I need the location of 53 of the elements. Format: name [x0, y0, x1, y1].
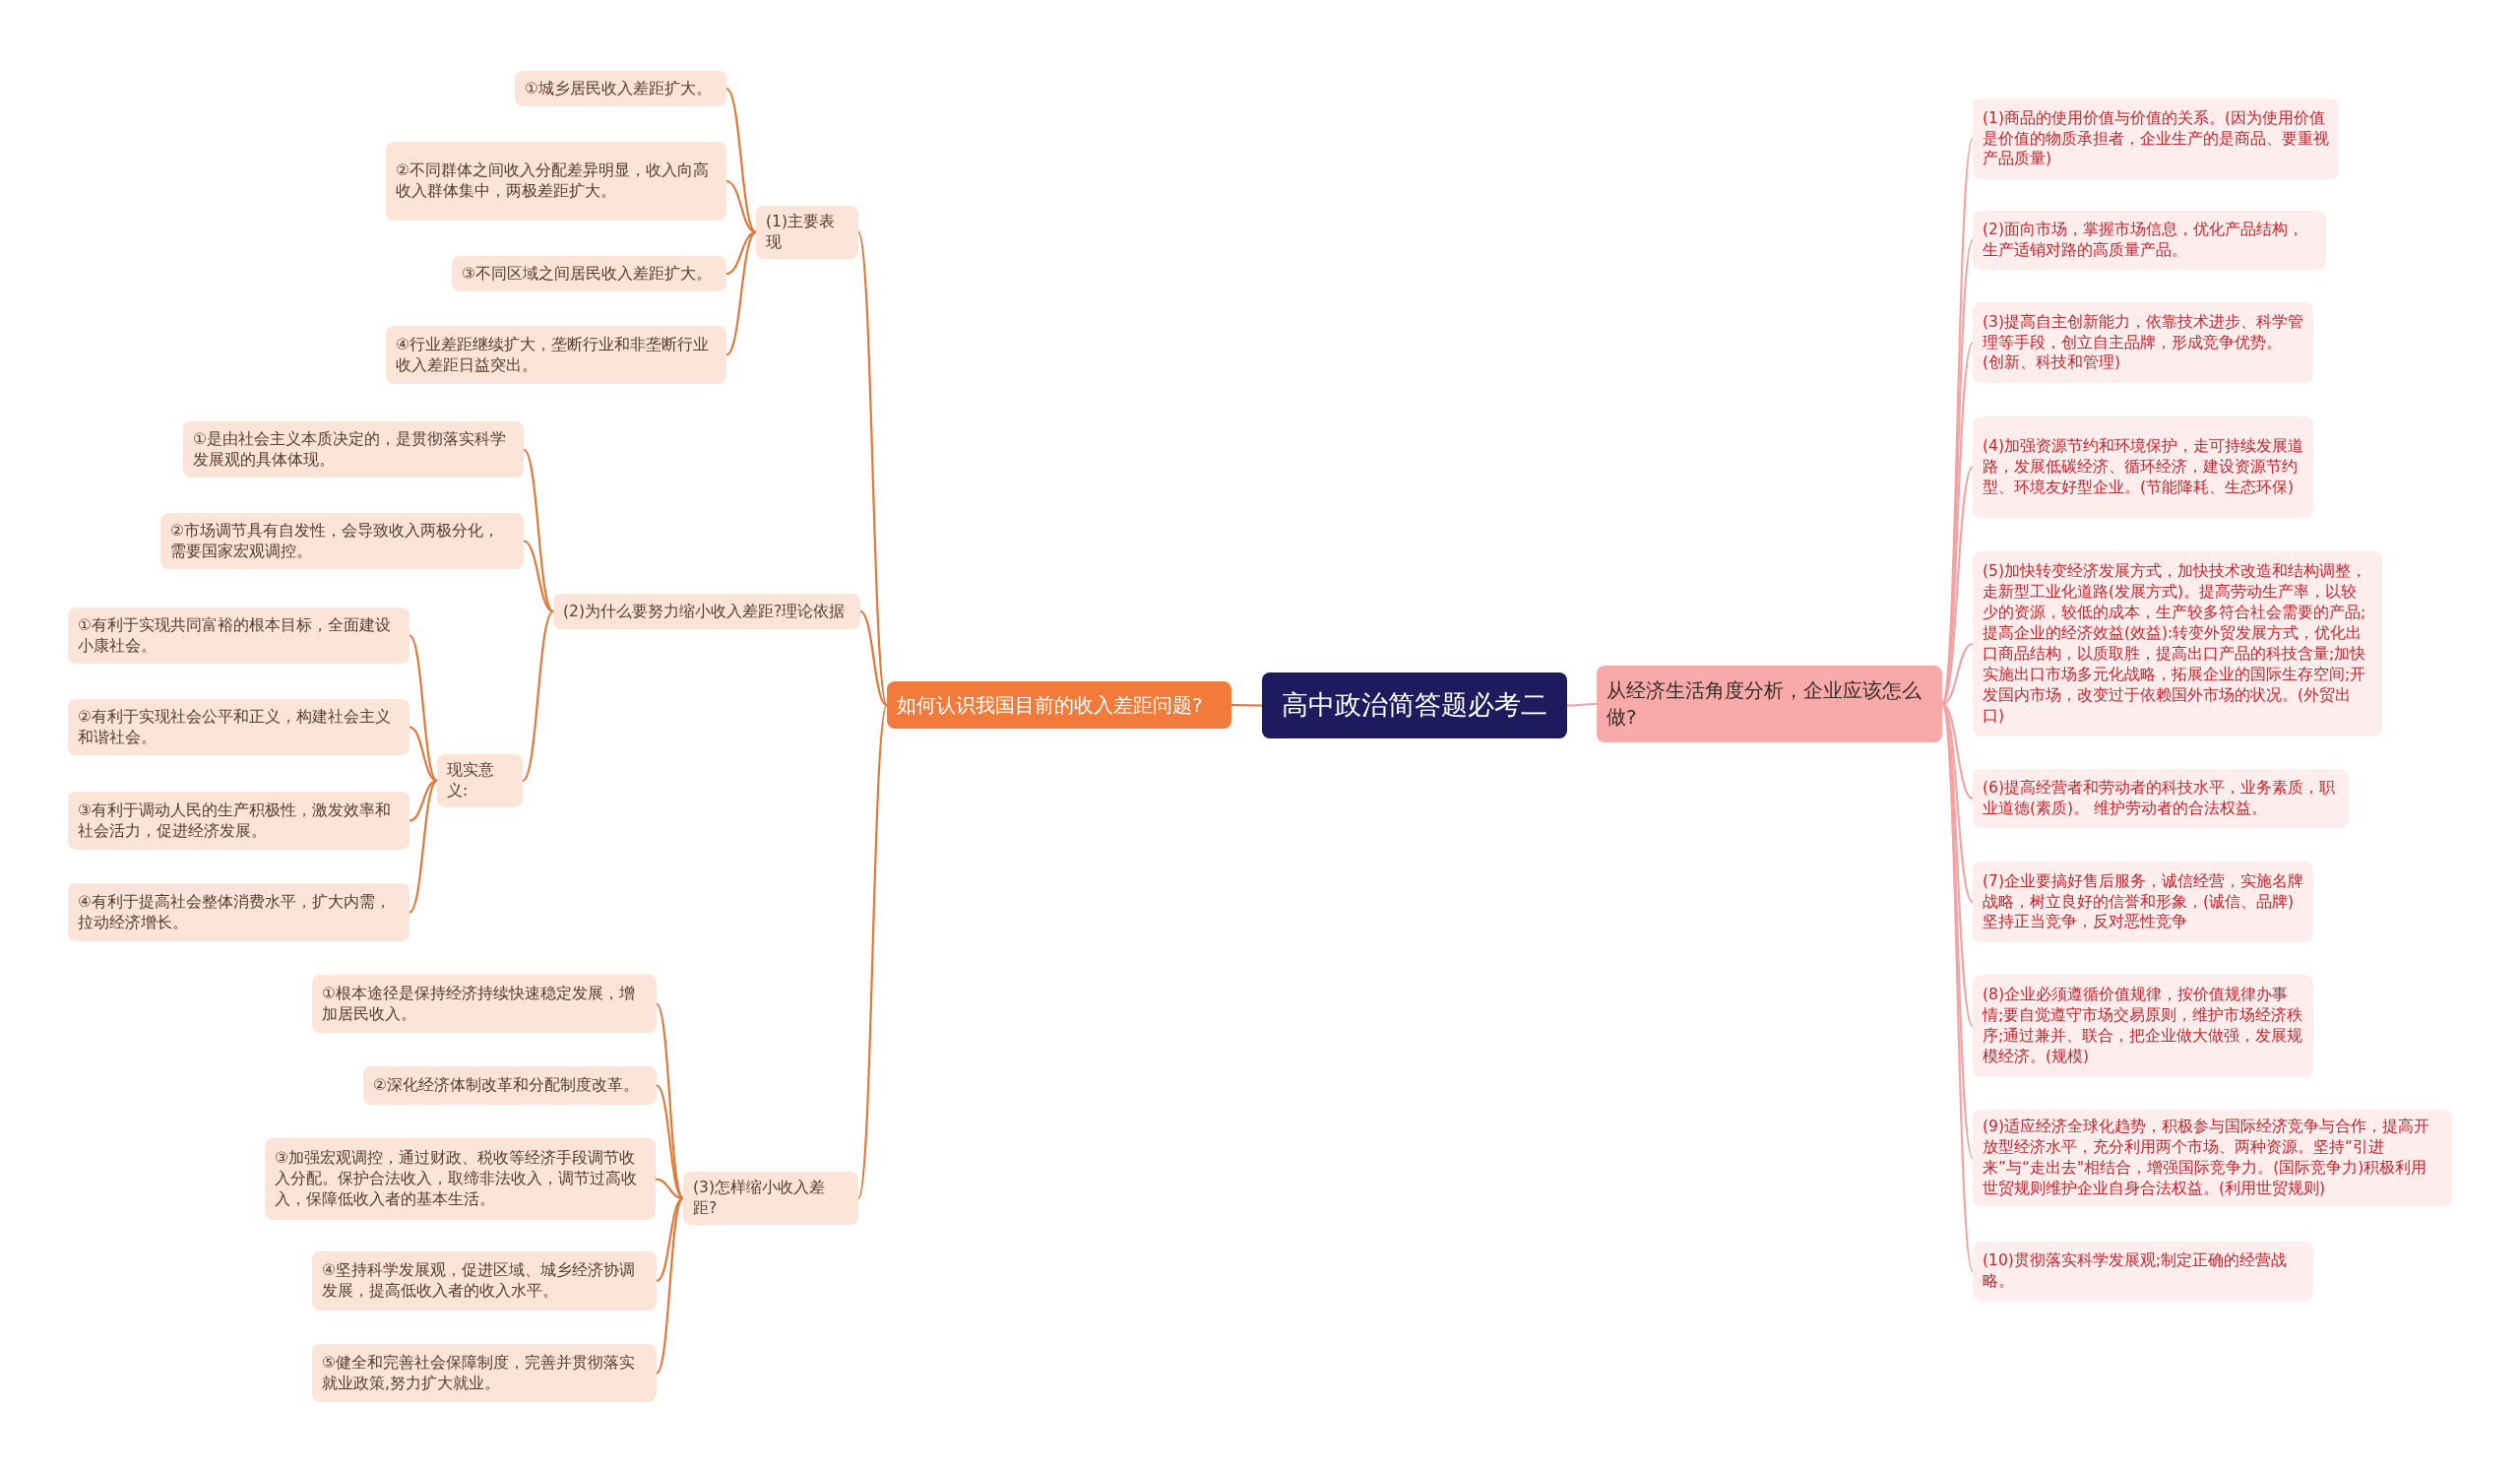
connector [725, 179, 757, 233]
central-topic-box: 高中政治简答题必考二 [1262, 672, 1567, 738]
connector [856, 704, 889, 1199]
subtopic-box: 现实意义: [437, 754, 523, 807]
connector [656, 1197, 684, 1375]
subtopic-box: ③加强宏观调控，通过财政、税收等经济手段调节收入分配。保护合法收入，取缔非法收入，调节过高收入，保障低收入者的基本生活。 [265, 1138, 656, 1220]
connector [656, 1084, 684, 1199]
connector [523, 540, 554, 612]
connector [1231, 703, 1262, 707]
subtopic-box: ④坚持科学发展观，促进区域、城乡经济协调发展，提高低收入者的收入水平。 [312, 1251, 657, 1311]
subtopic-box: ②不同群体之间收入分配差异明显，收入向高收入群体集中，两极差距扩大。 [386, 142, 726, 221]
subtopic-box: (3)怎样缩小收入差距? [683, 1172, 858, 1225]
subtopic-box: (8)企业必须遵循价值规律，按价值规律办事情;要自觉遵守市场交易原则，维护市场经济秩序;通过兼并、联合，把企业做大做强，发展规模经济。(规模) [1973, 975, 2313, 1077]
subtopic-box: ①城乡居民收入差距扩大。 [515, 71, 726, 106]
subtopic-box: ④有利于提高社会整体消费水平，扩大内需，拉动经济增长。 [68, 883, 410, 941]
connector [656, 1002, 684, 1199]
subtopic-box: ①根本途径是保持经济持续快速稳定发展，增加居民收入。 [312, 975, 657, 1033]
subtopic-box: (4)加强资源节约和环境保护，走可持续发展道路，发展低碳经济、循环经济，建设资源节约型、环境友好型企业。(节能降耗、生态环保) [1973, 416, 2313, 518]
subtopic-box: ①是由社会主义本质决定的，是贯彻落实科学发展观的具体体现。 [183, 421, 524, 478]
subtopic-box: (3)提高自主创新能力，依靠技术进步、科学管理等手段，创立自主品牌，形成竞争优势。(创新、科技和管理) [1973, 302, 2313, 383]
subtopic-box: ①有利于实现共同富裕的根本目标，全面建设小康社会。 [68, 608, 410, 664]
subtopic-box: ②市场调节具有自发性，会导致收入两极分化，需要国家宏观调控。 [160, 513, 524, 569]
connector [409, 726, 438, 782]
connector [409, 780, 438, 914]
subtopic-box: ②有利于实现社会公平和正义，构建社会主义和谐社会。 [68, 699, 410, 755]
subtopic-box: ②深化经济体制改革和分配制度改革。 [363, 1066, 657, 1105]
connector [523, 448, 554, 612]
subtopic-box: (2)为什么要努力缩小收入差距?理论依据 [553, 594, 860, 629]
subtopic-box: (7)企业要搞好售后服务，诚信经营，实施名牌战略，树立良好的信誉和形象，(诚信、品牌)坚持正当竞争，反对恶性竞争 [1973, 862, 2313, 942]
branch-topic-box: 如何认识我国目前的收入差距问题? [887, 681, 1231, 729]
connector [725, 230, 757, 276]
connector [856, 231, 889, 706]
connector [725, 231, 757, 356]
connector [859, 610, 888, 706]
subtopic-box: (10)贯彻落实科学发展观;制定正确的经营战略。 [1973, 1242, 2313, 1301]
subtopic-box: (5)加快转变经济发展方式，加快技术改造和结构调整，走新型工业化道路(发展方式)。提高劳动生产率，以较少的资源，较低的成本，生产较多符合社会需要的产品;提高企业的经济效益(效益):转变外贸发展方式，优化出口商品结构，以质取胜，提高出口产品的科技含量;加快实施出口市场多元化战略，拓展企业的国际生存空间;开发国内市场，改变过于依赖国外市场的状况。(外贸出口) [1973, 551, 2382, 736]
subtopic-box: ④行业差距继续扩大，垄断行业和非垄断行业收入差距日益突出。 [386, 326, 726, 384]
connector [409, 634, 438, 782]
connector [655, 1178, 684, 1199]
subtopic-box: (2)面向市场，掌握市场信息，优化产品结构，生产适销对路的高质量产品。 [1973, 211, 2326, 270]
connector [725, 88, 757, 233]
connector [409, 779, 438, 822]
subtopic-box: (1)主要表现 [756, 206, 858, 259]
subtopic-box: ③有利于调动人民的生产积极性，激发效率和社会活力，促进经济发展。 [68, 792, 410, 850]
connector [1941, 642, 1974, 706]
branch-topic-box: 从经济生活角度分析，企业应该怎么做? [1597, 666, 1942, 742]
subtopic-box: ⑤健全和完善社会保障制度，完善并贯彻落实就业政策,努力扩大就业。 [312, 1344, 657, 1402]
connector [1567, 702, 1597, 707]
subtopic-box: (9)适应经济全球化趋势，积极参与国际经济竞争与合作，提高开放型经济水平，充分利用两个市场、两种资源。坚持“引进来”与“走出去"相结合，增强国际竞争力。(国际竞争力)积极利用世贸规则维护企业自身合法权益。(利用世贸规则) [1973, 1110, 2452, 1206]
subtopic-box: ③不同区域之间居民收入差距扩大。 [452, 256, 726, 291]
connector [522, 610, 554, 782]
subtopic-box: (1)商品的使用价值与价值的关系。(因为使用价值是价值的物质承担者，企业生产的是商品、要重视产品质量) [1973, 98, 2339, 179]
subtopic-box: (6)提高经营者和劳动者的科技水平，业务素质，职业道德(素质)。 维护劳动者的合法权益。 [1973, 769, 2349, 828]
